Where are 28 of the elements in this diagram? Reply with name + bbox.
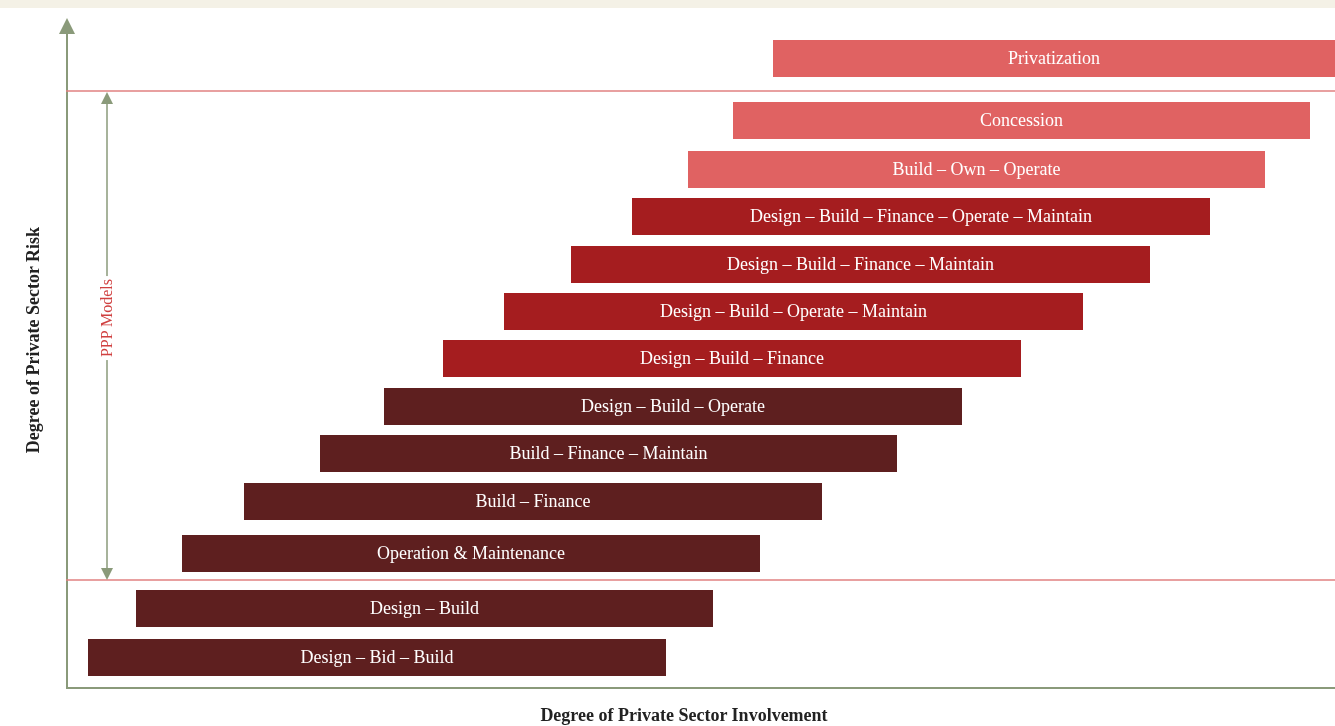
bar (136, 590, 713, 627)
bar-label: Build – Own – Operate (892, 159, 1061, 180)
bar (320, 435, 897, 472)
bar (632, 198, 1210, 235)
bar-label: Design – Bid – Build (300, 647, 454, 668)
bar (443, 340, 1021, 377)
bar-label: Operation & Maintenance (377, 543, 565, 564)
bar-label: Design – Build – Operate (581, 396, 765, 417)
axis-title: Degree of Private Sector Risk (22, 226, 44, 454)
bar-label: Concession (980, 110, 1063, 131)
bar (182, 535, 760, 572)
bar-label: Design – Build – Finance – Operate – Maintain (750, 206, 1092, 227)
bar-label: Design – Build – Operate – Maintain (660, 301, 927, 322)
bar (504, 293, 1083, 330)
bar-label: Design – Build – Finance – Maintain (727, 254, 994, 275)
bar (384, 388, 962, 425)
bar-label: Design – Build – Finance (640, 348, 824, 369)
bar (688, 151, 1265, 188)
bar (733, 102, 1310, 139)
bar (88, 639, 666, 676)
bar (773, 40, 1335, 77)
bar-label: Build – Finance (475, 491, 591, 512)
bar-label: Design – Build (370, 598, 479, 619)
bar-label: Privatization (1008, 48, 1100, 69)
axis-title: Degree of Private Sector Involvement (540, 704, 828, 726)
bar (571, 246, 1150, 283)
bar (244, 483, 822, 520)
bar-label: Build – Finance – Maintain (509, 443, 708, 464)
